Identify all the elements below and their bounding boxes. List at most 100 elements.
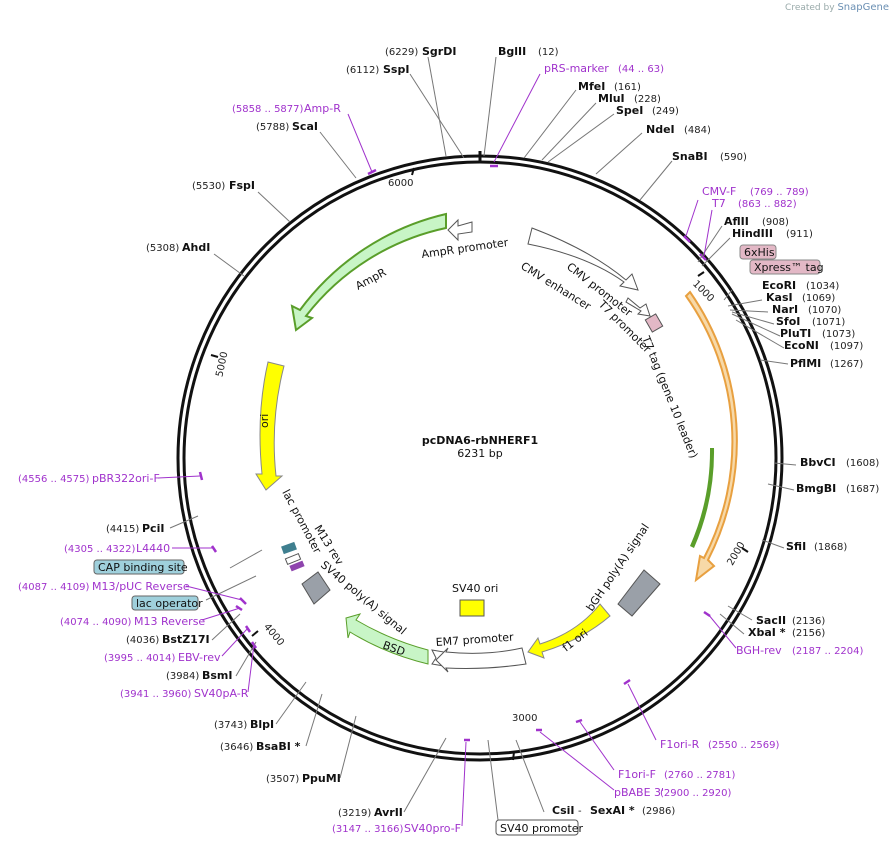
site-pos-sspi: (6112)	[346, 65, 379, 76]
site-pos-bsmi: (3984)	[166, 671, 199, 682]
site-pos-spei: (249)	[652, 106, 679, 117]
site-name-hindiii: HindIII	[732, 227, 773, 240]
leader-ppumi	[339, 715, 357, 779]
site-name-kasi: KasI	[766, 291, 793, 304]
site-name-pcii: PciI	[142, 522, 164, 535]
leader-spei	[547, 113, 615, 163]
site-name-bstz17i: BstZ17I	[162, 633, 210, 646]
leader-ndei	[595, 132, 643, 175]
primer-name-m13puc: M13/pUC Reverse	[92, 580, 190, 593]
insert-orf-arrow	[684, 290, 738, 583]
his-tag-label: 6xHis	[744, 246, 775, 259]
ori-label: ori	[258, 414, 271, 428]
leader-sv40prom	[487, 739, 499, 821]
pleader-m13rev	[201, 607, 241, 621]
site-name-ppumi: PpuMI	[302, 772, 341, 785]
primer-mark-f1r	[623, 678, 631, 686]
site-pos-aflii: (908)	[762, 217, 789, 228]
site-pos-sacii: (2136)	[792, 616, 825, 627]
leader-csii	[515, 739, 545, 813]
primer-name-m13rev: M13 Reverse	[134, 615, 205, 628]
site-pos-pflmi: (1267)	[830, 359, 863, 370]
leader-bbvci	[773, 462, 797, 466]
site-name-sfii: SfiI	[786, 540, 806, 553]
pleader-m13puc	[185, 585, 243, 601]
primer-name-l4440: L4440	[136, 542, 170, 555]
site-name-bbvci: BbvCI	[800, 456, 836, 469]
tick-mark-4000	[251, 630, 259, 637]
brand-logo-text: SnapGene	[837, 2, 889, 13]
site-name-scai: ScaI	[292, 120, 318, 133]
leader-bsmi	[235, 641, 257, 677]
sv40-polya-left-box	[301, 571, 331, 605]
brand-prefix: Created by	[785, 3, 835, 13]
pleader-f1r	[627, 683, 657, 741]
ampr-gene-arrow	[290, 212, 447, 332]
snapgene-brand: Created by SnapGene	[785, 2, 889, 13]
primer-pos-l4440: (4305 .. 4322)	[64, 544, 136, 555]
primer-name-f1r: F1ori-R	[660, 738, 700, 751]
site-pos-avrii: (3219)	[338, 808, 371, 819]
primer-name-pbabe: pBABE 3'	[614, 786, 664, 799]
leader-hindiii	[701, 237, 731, 267]
leader-pcii	[169, 515, 199, 529]
cmv-promoter-arrow	[625, 297, 651, 317]
bsd-label: BSD	[381, 639, 407, 659]
site-name-pluti: PluTI	[780, 327, 811, 340]
site-pos-hindiii: (911)	[786, 229, 813, 240]
his-tag-box	[739, 244, 777, 260]
pleader-pbabe	[539, 731, 615, 791]
primer-pos-sv40pro: (3147 .. 3166)	[332, 824, 404, 835]
leader-cap	[229, 549, 263, 569]
site-pos-mfei: (161)	[614, 82, 641, 93]
site-name-sgrdi: SgrDI	[422, 45, 456, 58]
cmv-enhancer-arrow	[527, 227, 639, 291]
leader-sspi	[409, 73, 465, 159]
leader-bglii	[483, 56, 497, 157]
leader-lacop	[205, 575, 257, 601]
bsd-gene-arrow	[345, 613, 429, 665]
leader-fspi	[257, 191, 291, 223]
primer-pos-prs: (44 .. 63)	[618, 64, 664, 75]
site-pos-bmgbi: (1687)	[846, 484, 879, 495]
m13-rev-mark	[289, 560, 305, 572]
site-pos-ndei: (484)	[684, 125, 711, 136]
site-leader-lines	[169, 56, 797, 821]
primer-pos-t7: (863 .. 882)	[738, 199, 797, 210]
site-pos-bbvci: (1608)	[846, 458, 879, 469]
tick-label-3000: 3000	[512, 713, 537, 724]
lac-operator-label: lac operator	[136, 597, 203, 610]
leader-mfei	[523, 89, 577, 159]
sv40-promoter-box	[495, 819, 579, 836]
pleader-f1f	[579, 721, 615, 771]
pleader-t7	[703, 209, 713, 257]
scale-ticks: 6000 1000 2000 3000 4000 5000	[210, 167, 749, 761]
plasmid-length: 6231 bp	[457, 447, 502, 460]
primer-name-sv40pa: SV40pA-R	[194, 687, 249, 700]
leader-ecori	[723, 289, 733, 301]
site-pos-kasi: (1069)	[802, 293, 835, 304]
tick-label-6000: 6000	[388, 178, 413, 189]
leader-ahdi	[213, 253, 245, 277]
ori-arrow	[255, 361, 285, 491]
site-name-aflii: AflII	[724, 215, 749, 228]
site-name-mlui: MluI	[598, 92, 625, 105]
leader-mlui	[541, 102, 597, 161]
site-name-bsabi: BsaBI *	[256, 740, 301, 753]
site-pos-snabi: (590)	[720, 152, 747, 163]
tick-label-2000: 2000	[725, 540, 747, 568]
leader-kasi	[727, 299, 763, 307]
site-pos-blpi: (3743)	[214, 720, 247, 731]
pleader-ampr	[347, 113, 373, 173]
primer-pos-m13rev: (4074 .. 4090)	[60, 617, 132, 628]
site-name-mfei: MfeI	[578, 80, 605, 93]
primer-name-prs: pRS-marker	[544, 62, 609, 75]
leader-aflii	[697, 225, 723, 263]
site-name-ndei: NdeI	[646, 123, 675, 136]
site-name-nari: NarI	[772, 303, 798, 316]
site-name-blpi: BlpI	[250, 718, 274, 731]
site-name-csii: CsiI	[552, 804, 574, 817]
sv40-promoter-label: SV40 promoter	[500, 822, 584, 835]
primer-pos-pbabe: (2900 .. 2920)	[660, 788, 732, 799]
